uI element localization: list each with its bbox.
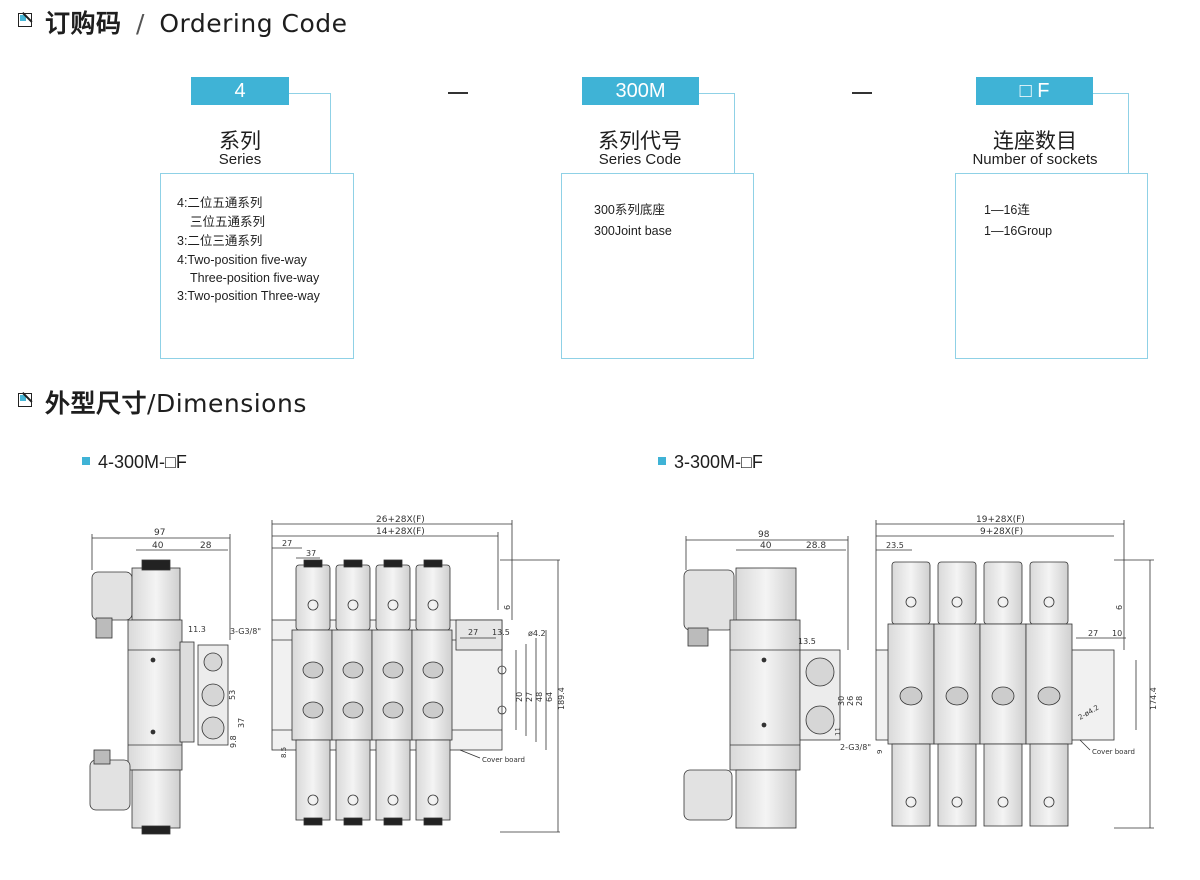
- dim-total-r: 19+28X(F): [976, 515, 1025, 525]
- label-sockets-cn: 连座数目: [993, 129, 1077, 153]
- series-info-box: 4:二位五通系列 三位五通系列 3:二位三通系列 4:Two-position …: [160, 173, 354, 359]
- code-series: 4: [191, 77, 289, 105]
- series-code-info-box: 300系列底座 300Joint base: [561, 173, 754, 359]
- series-line: Three-position five-way: [190, 271, 320, 285]
- label-series-code-en: Series Code: [598, 151, 682, 168]
- dim-85: 8.5: [280, 747, 288, 758]
- dim-97: 97: [154, 528, 165, 538]
- dim-53: 53: [228, 690, 237, 700]
- sockets-line: 1—16Group: [984, 224, 1053, 238]
- label-sockets-en: Number of sockets: [972, 151, 1098, 168]
- series-line: 三位五通系列: [190, 215, 266, 229]
- dimensions-title: 外型尺寸/Dimensions: [45, 384, 307, 420]
- dim-6: 6: [503, 605, 512, 610]
- code-dash-1: [448, 92, 468, 94]
- series-line: 3:二位三通系列: [177, 234, 263, 248]
- dim-37b: 37: [237, 718, 246, 728]
- cover-board-label-r: Cover board: [1092, 748, 1135, 756]
- dim-11r: 11: [834, 727, 842, 736]
- dimensions-title-en: /Dimensions: [147, 389, 307, 418]
- code-dash-2: [852, 92, 872, 94]
- left-drawing-title: 4-300M-□F: [82, 452, 187, 473]
- dim-h174: 174.4: [1149, 687, 1158, 710]
- sockets-info-box: 1—16连 1—16Group: [955, 173, 1148, 359]
- cover-board-label: Cover board: [482, 756, 525, 764]
- dim-inner-r: 9+28X(F): [980, 527, 1023, 537]
- right-drawing-title: 3-300M-□F: [658, 452, 763, 473]
- section-icon: [18, 393, 32, 407]
- dim-235: 23.5: [886, 541, 904, 550]
- dim-135r: 13.5: [798, 637, 816, 646]
- dim-v48: 48: [535, 692, 544, 702]
- series-code-line: 300系列底座: [594, 203, 665, 217]
- dim-hole: ø4.2: [528, 629, 546, 638]
- dim-27r: 27: [1088, 629, 1098, 638]
- dim-9r: 9: [876, 750, 884, 754]
- dim-9: 9.8: [229, 735, 238, 748]
- dim-37: 37: [306, 549, 316, 558]
- dim-port: 3-G3/8": [230, 627, 261, 636]
- label-series-en: Series: [218, 151, 262, 168]
- left-dimension-drawing: 97 40 28 11.3 3-G3/8" 53 37 9.8 26+28X(F…: [89, 515, 566, 835]
- dim-28: 28: [200, 541, 212, 551]
- series-line: 3:Two-position Three-way: [177, 289, 320, 303]
- dim-v27: 27: [525, 692, 534, 702]
- label-series-cn: 系列: [219, 129, 261, 153]
- code-series-code: 300M: [582, 77, 699, 105]
- dim-6r: 6: [1115, 605, 1124, 610]
- series-line: 4:Two-position five-way: [177, 253, 307, 267]
- dim-h189: 189.4: [557, 687, 566, 710]
- dim-v20: 20: [515, 692, 524, 702]
- code-sockets: □ F: [976, 77, 1093, 105]
- dim-10: 10: [1112, 629, 1122, 638]
- ordering-code-title: 订购码 / Ordering Code: [45, 4, 348, 40]
- series-line: 4:二位五通系列: [177, 196, 263, 210]
- dim-28r: 28: [855, 696, 864, 706]
- dim-27: 27: [282, 539, 292, 548]
- dim-30: 30: [837, 696, 846, 706]
- dim-13: 13.5: [492, 628, 510, 637]
- ordering-title-en: Ordering Code: [159, 9, 348, 38]
- dim-11: 11.3: [188, 625, 206, 634]
- dim-27b: 27: [468, 628, 478, 637]
- sockets-line: 1—16连: [984, 203, 1030, 217]
- dimensions-title-cn: 外型尺寸: [45, 389, 148, 418]
- dim-40r: 40: [760, 541, 772, 551]
- dim-total: 26+28X(F): [376, 515, 425, 525]
- dim-v64: 64: [545, 692, 554, 702]
- right-dimension-drawing: 98 40 28.8 13.5 30 26 28 2-G3/8" 11 9 19…: [683, 515, 1158, 829]
- ordering-title-sep: /: [135, 9, 145, 38]
- series-code-line: 300Joint base: [594, 224, 672, 238]
- dim-288: 28.8: [806, 541, 826, 551]
- dim-40: 40: [152, 541, 164, 551]
- dim-inner: 14+28X(F): [376, 527, 425, 537]
- label-series-code-cn: 系列代号: [598, 129, 682, 153]
- dim-26: 26: [846, 696, 855, 706]
- section-icon: [18, 13, 32, 27]
- dim-98: 98: [758, 530, 770, 540]
- ordering-title-cn: 订购码: [45, 9, 122, 38]
- dim-port-r: 2-G3/8": [840, 743, 871, 752]
